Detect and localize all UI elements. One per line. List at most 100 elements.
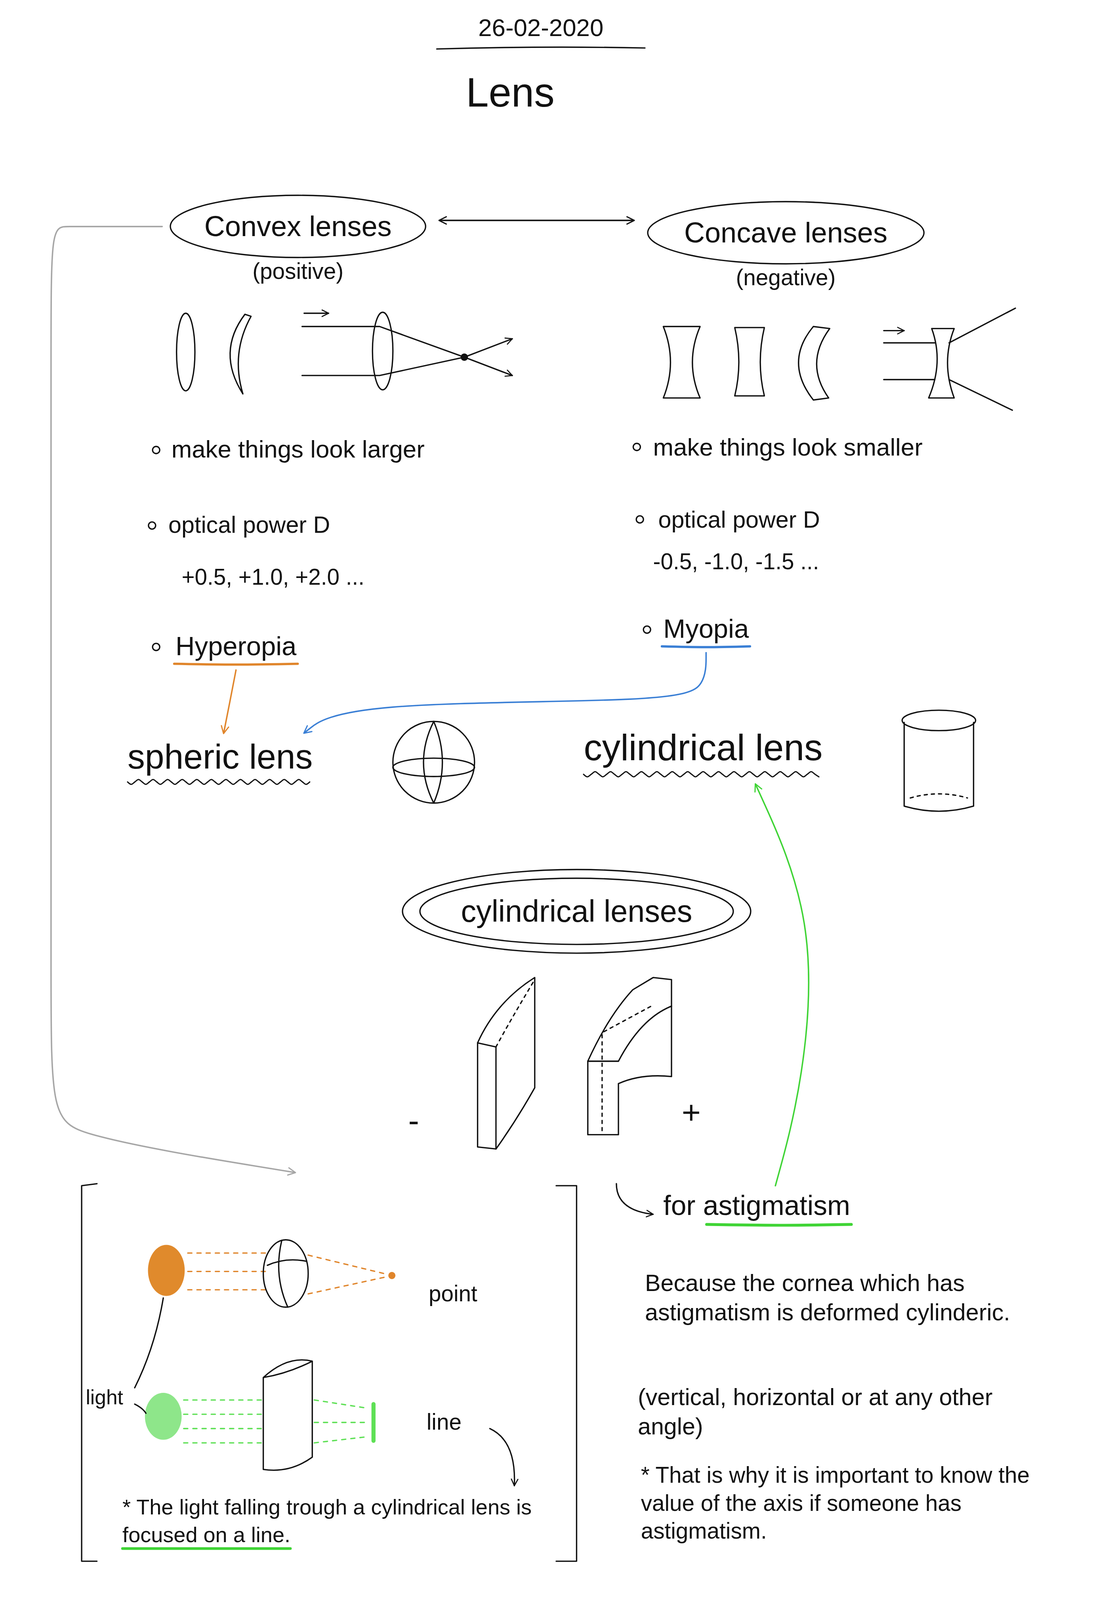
light-ray xyxy=(183,1442,262,1444)
node-text: cylindrical lens xyxy=(583,726,823,769)
sphere-equator xyxy=(392,758,475,777)
light-ray xyxy=(183,1399,262,1401)
label-box: make things look larger xyxy=(171,433,425,465)
light-source-orange xyxy=(148,1245,186,1297)
convex-cylinder-hidden-edge xyxy=(495,979,535,1048)
convex-cylinder-lens xyxy=(477,977,535,1150)
convex-lens xyxy=(372,312,393,390)
light-ray xyxy=(314,1421,368,1424)
connector-arrow xyxy=(304,652,707,733)
bullet-text: optical power D xyxy=(658,506,820,533)
label-box: 26-02-2020 xyxy=(478,12,604,43)
bullet xyxy=(152,446,160,454)
light-ray xyxy=(949,308,1016,344)
light-direction-arrow xyxy=(304,312,329,314)
convex-cylinder-edge xyxy=(477,1043,496,1150)
node-text: Hyperopia xyxy=(175,630,297,662)
light-rays-orange xyxy=(187,1253,388,1294)
node-text: cylindrical lenses xyxy=(419,878,734,945)
label-box: optical power D xyxy=(168,510,331,540)
focal-point xyxy=(461,354,468,361)
connector-arrow xyxy=(51,226,295,1173)
label-box: * That is why it is important to know th… xyxy=(640,1461,1050,1546)
pointer-arrow xyxy=(616,1183,654,1215)
light-rays-green xyxy=(183,1400,368,1443)
bullet xyxy=(152,643,160,651)
node-subtext: light xyxy=(85,1385,123,1410)
bracket-panel: pointlightline* The light falling trough… xyxy=(79,1178,580,1572)
light-ray xyxy=(187,1252,268,1254)
lens-type-ellipse: Convex lenses(positive) xyxy=(167,192,428,287)
left-bracket xyxy=(81,1183,98,1562)
light-source-green xyxy=(144,1392,182,1440)
highlight-underline xyxy=(122,1547,291,1551)
concave-cylinder-hidden-edge xyxy=(602,1005,654,1131)
node-subtext: (negative) xyxy=(647,264,924,291)
node-subtext: * The light falling trough a cylindrical… xyxy=(122,1493,552,1550)
light-ray xyxy=(883,379,935,381)
outer-ellipse-outline xyxy=(402,869,751,954)
title-box: Lens xyxy=(465,67,555,119)
node-text: Myopia xyxy=(663,613,749,644)
light-ray xyxy=(308,1255,388,1275)
node-subtext: line xyxy=(426,1409,462,1435)
light-ray xyxy=(183,1413,262,1416)
node-text: for astigmatism xyxy=(663,1190,850,1222)
label-box: +0.5, +1.0, +2.0 ... xyxy=(181,563,365,592)
connector-arrow xyxy=(223,669,237,733)
light-ray xyxy=(183,1428,262,1430)
note-text: * That is why it is important to know th… xyxy=(640,1461,1050,1546)
leader-line xyxy=(134,1404,146,1414)
light-ray xyxy=(883,342,935,344)
bullet xyxy=(636,515,644,523)
concave-meniscus xyxy=(798,326,830,400)
label-box: Because the cornea which has astigmatism… xyxy=(644,1268,1023,1328)
spheric-lens-symbol xyxy=(263,1239,309,1308)
underline xyxy=(174,663,298,665)
wavy-underline xyxy=(127,779,310,785)
lens-type-ellipse: Concave lenses(negative) xyxy=(645,199,927,293)
value-list: -0.5, -1.0, -1.5 ... xyxy=(653,549,820,575)
focus-line xyxy=(371,1404,376,1441)
bullet-text: make things look larger xyxy=(171,435,425,463)
bullet-text: optical power D xyxy=(168,511,331,538)
light-ray xyxy=(187,1270,268,1273)
bullet xyxy=(643,625,651,634)
concave-cylinder-lens xyxy=(587,1006,672,1136)
light-ray xyxy=(308,1276,388,1294)
section-ellipse: cylindrical lenses xyxy=(400,867,754,956)
light-ray xyxy=(301,338,513,376)
pointer-arrow xyxy=(489,1428,515,1486)
explanation-text: Because the cornea which has astigmatism… xyxy=(644,1268,1023,1328)
condition-term: Hyperopia xyxy=(175,630,297,668)
cylinder-lens-symbol xyxy=(263,1360,313,1471)
concave-cylinder-edge xyxy=(587,1060,619,1062)
light-ray xyxy=(187,1289,268,1291)
date-underline xyxy=(436,47,645,50)
ellipse-outline xyxy=(647,201,924,264)
concave-lens xyxy=(928,328,954,398)
light-ray xyxy=(301,326,513,376)
lens-term: spheric lens xyxy=(127,736,313,788)
node-text: spheric lens xyxy=(127,736,313,777)
wavy-underline xyxy=(583,771,819,777)
cylinder-hidden-edge xyxy=(910,793,968,798)
label-box: - xyxy=(408,1100,419,1141)
sign-symbol: - xyxy=(408,1102,419,1139)
condition-term: Myopia xyxy=(663,613,749,650)
light-direction-arrow xyxy=(883,330,905,332)
sign-symbol: + xyxy=(681,1093,701,1131)
cylinder-symbol xyxy=(904,722,974,812)
label-box: make things look smaller xyxy=(653,431,923,463)
label-box: optical power D xyxy=(658,505,820,535)
focus-point xyxy=(388,1272,396,1280)
underline xyxy=(706,1224,852,1225)
bullet xyxy=(148,522,156,530)
ellipse-outline xyxy=(419,878,734,945)
value-list: +0.5, +1.0, +2.0 ... xyxy=(181,564,365,590)
underline xyxy=(661,646,751,648)
bullet xyxy=(633,443,641,451)
node-subtext: (positive) xyxy=(170,258,426,285)
